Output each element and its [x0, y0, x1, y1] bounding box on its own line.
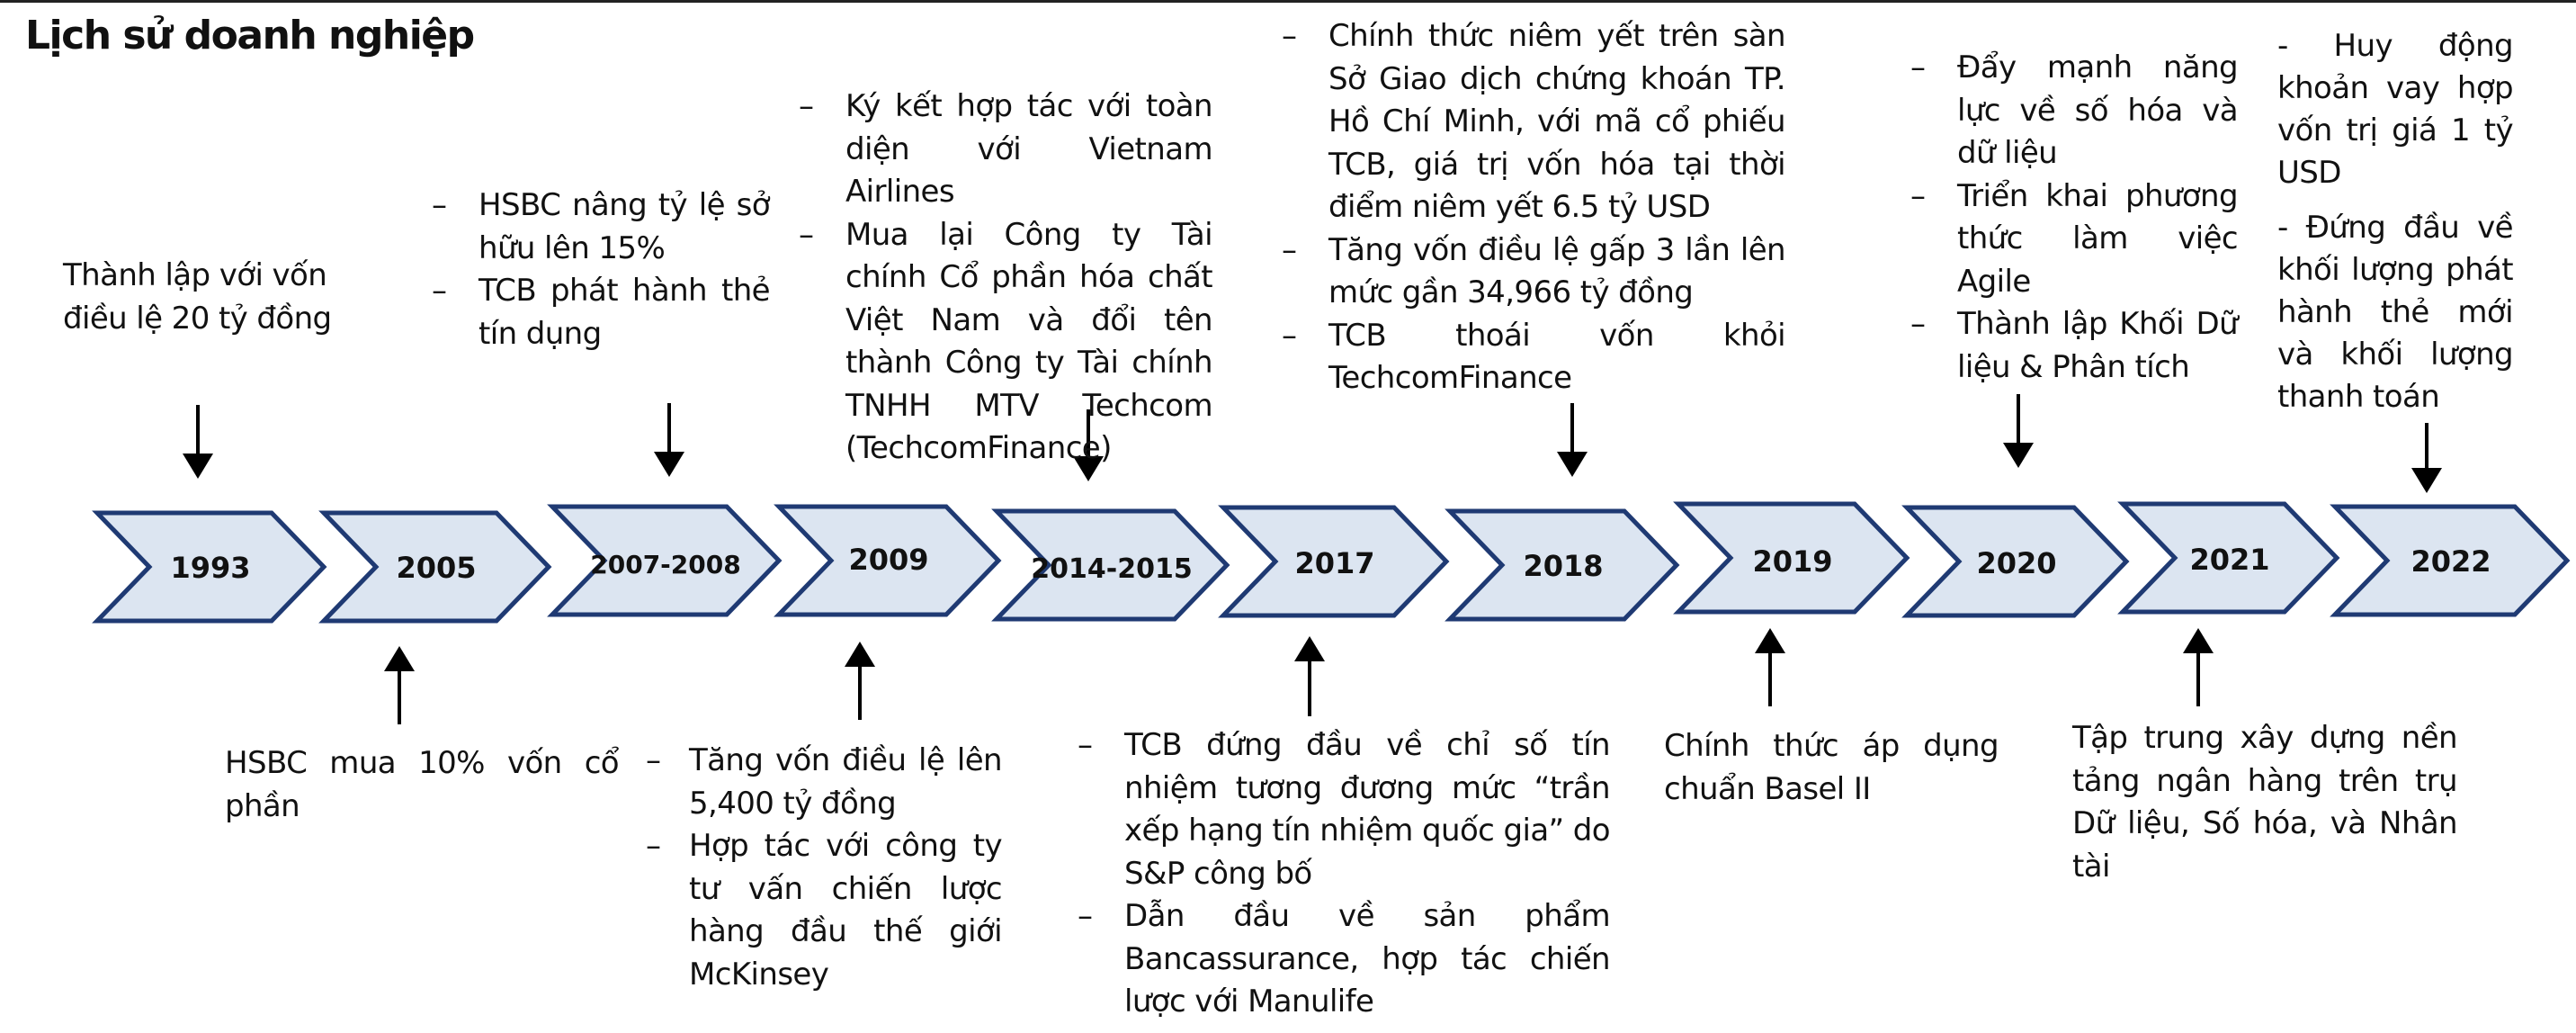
- chevron-1993: [92, 510, 327, 624]
- event-2020-item-1: Đẩy mạnh năng lực về số hóa và dữ liệu: [1910, 47, 2239, 175]
- chevron-2019: [1673, 501, 1910, 615]
- connector-arrow-1993: [183, 454, 213, 479]
- event-2019: Chính thức áp dụng chuẩn Basel II: [1664, 725, 1999, 811]
- event-2009-item-1: Tăng vốn điều lệ lên 5,400 tỷ đồng: [646, 740, 1003, 825]
- event-2007-item-2: TCB phát hành thẻ tín dụng: [432, 270, 771, 355]
- chevron-2005: [318, 510, 552, 624]
- year-label-1993: 1993: [170, 551, 250, 585]
- event-2018-item-2: Tăng vốn điều lệ gấp 3 lần lên mức gần 3…: [1282, 229, 1786, 315]
- chevron-2018: [1445, 508, 1680, 622]
- connector-arrow-2017: [1294, 636, 1325, 661]
- chevron-2020: [1901, 505, 2130, 618]
- connector-arrow-2005: [384, 646, 415, 671]
- event-2020: Đẩy mạnh năng lực về số hóa và dữ liệu T…: [1910, 47, 2239, 389]
- event-2018-item-3: TCB thoái vốn khỏi TechcomFinance: [1282, 315, 1786, 400]
- year-label-2017: 2017: [1294, 546, 1374, 580]
- top-rule: [0, 0, 2576, 3]
- year-label-2005: 2005: [396, 551, 476, 585]
- chevron-2007-2008: [547, 504, 783, 617]
- connector-arrow-2022: [2411, 468, 2442, 493]
- event-2017: TCB đứng đầu về chỉ số tín nhiệm tương đ…: [1078, 724, 1611, 1024]
- event-2009-item-2: Hợp tác với công ty tư vấn chiến lược hà…: [646, 825, 1003, 996]
- connector-arrow-2007-2008: [654, 452, 684, 477]
- year-label-2014-2015: 2014-2015: [1031, 553, 1192, 585]
- event-2014-item-1: Ký kết hợp tác với toàn diện với Vietnam…: [799, 85, 1213, 214]
- event-2007-2008: HSBC nâng tỷ lệ sở hữu lên 15% TCB phát …: [432, 184, 771, 355]
- event-2014-item-2: Mua lại Công ty Tài chính Cổ phần hóa ch…: [799, 214, 1213, 471]
- event-2022: - Huy động khoản vay hợp vốn trị giá 1 t…: [2277, 25, 2514, 418]
- event-2018-item-1: Chính thức niêm yết trên sàn Sở Giao dịc…: [1282, 15, 1786, 229]
- event-2021: Tập trung xây dựng nền tảng ngân hàng tr…: [2072, 717, 2458, 888]
- event-1993: Thành lập với vốn điều lệ 20 tỷ đồng: [63, 255, 398, 340]
- chevron-2014-2015: [991, 508, 1230, 622]
- event-2017-item-2: Dẫn đầu về sản phẩm Bancassurance, hợp t…: [1078, 895, 1611, 1024]
- event-2018: Chính thức niêm yết trên sàn Sở Giao dịc…: [1282, 15, 1786, 400]
- chevron-2009: [774, 504, 1002, 617]
- connector-arrow-2019: [1755, 628, 1785, 653]
- event-2005: HSBC mua 10% vốn cổ phần: [225, 742, 620, 828]
- event-2020-item-3: Thành lập Khối Dữ liệu & Phân tích: [1910, 303, 2239, 389]
- event-2005-text: HSBC mua 10% vốn cổ phần: [225, 745, 620, 824]
- year-label-2009: 2009: [848, 543, 928, 577]
- event-2017-item-1: TCB đứng đầu về chỉ số tín nhiệm tương đ…: [1078, 724, 1611, 895]
- event-2014-2015: Ký kết hợp tác với toàn diện với Vietnam…: [799, 85, 1213, 471]
- connector-arrow-2020: [2003, 443, 2034, 468]
- chevron-2021: [2117, 501, 2340, 615]
- chevron-2017: [1218, 505, 1450, 618]
- event-2022-item-2: - Đứng đầu về khối lượng phát hành thẻ m…: [2277, 210, 2514, 415]
- event-2009: Tăng vốn điều lệ lên 5,400 tỷ đồng Hợp t…: [646, 740, 1003, 996]
- chevron-2022: [2330, 504, 2571, 617]
- event-1993-text: Thành lập với vốn điều lệ 20 tỷ đồng: [63, 257, 332, 337]
- connector-arrow-2018: [1557, 452, 1588, 477]
- event-2007-item-1: HSBC nâng tỷ lệ sở hữu lên 15%: [432, 184, 771, 270]
- event-2019-text: Chính thức áp dụng chuẩn Basel II: [1664, 728, 1999, 807]
- event-2022-item-1: - Huy động khoản vay hợp vốn trị giá 1 t…: [2277, 28, 2514, 191]
- year-label-2018: 2018: [1523, 549, 1603, 583]
- year-label-2022: 2022: [2411, 544, 2491, 579]
- year-label-2020: 2020: [1976, 546, 2056, 580]
- connector-arrow-2021: [2183, 628, 2214, 653]
- page-title: Lịch sử doanh nghiệp: [25, 13, 475, 58]
- connector-arrow-2009: [845, 642, 875, 667]
- event-2020-item-2: Triển khai phương thức làm việc Agile: [1910, 175, 2239, 304]
- year-label-2007-2008: 2007-2008: [590, 550, 740, 579]
- year-label-2019: 2019: [1752, 544, 1832, 579]
- event-2021-text: Tập trung xây dựng nền tảng ngân hàng tr…: [2072, 720, 2458, 885]
- year-label-2021: 2021: [2189, 543, 2269, 577]
